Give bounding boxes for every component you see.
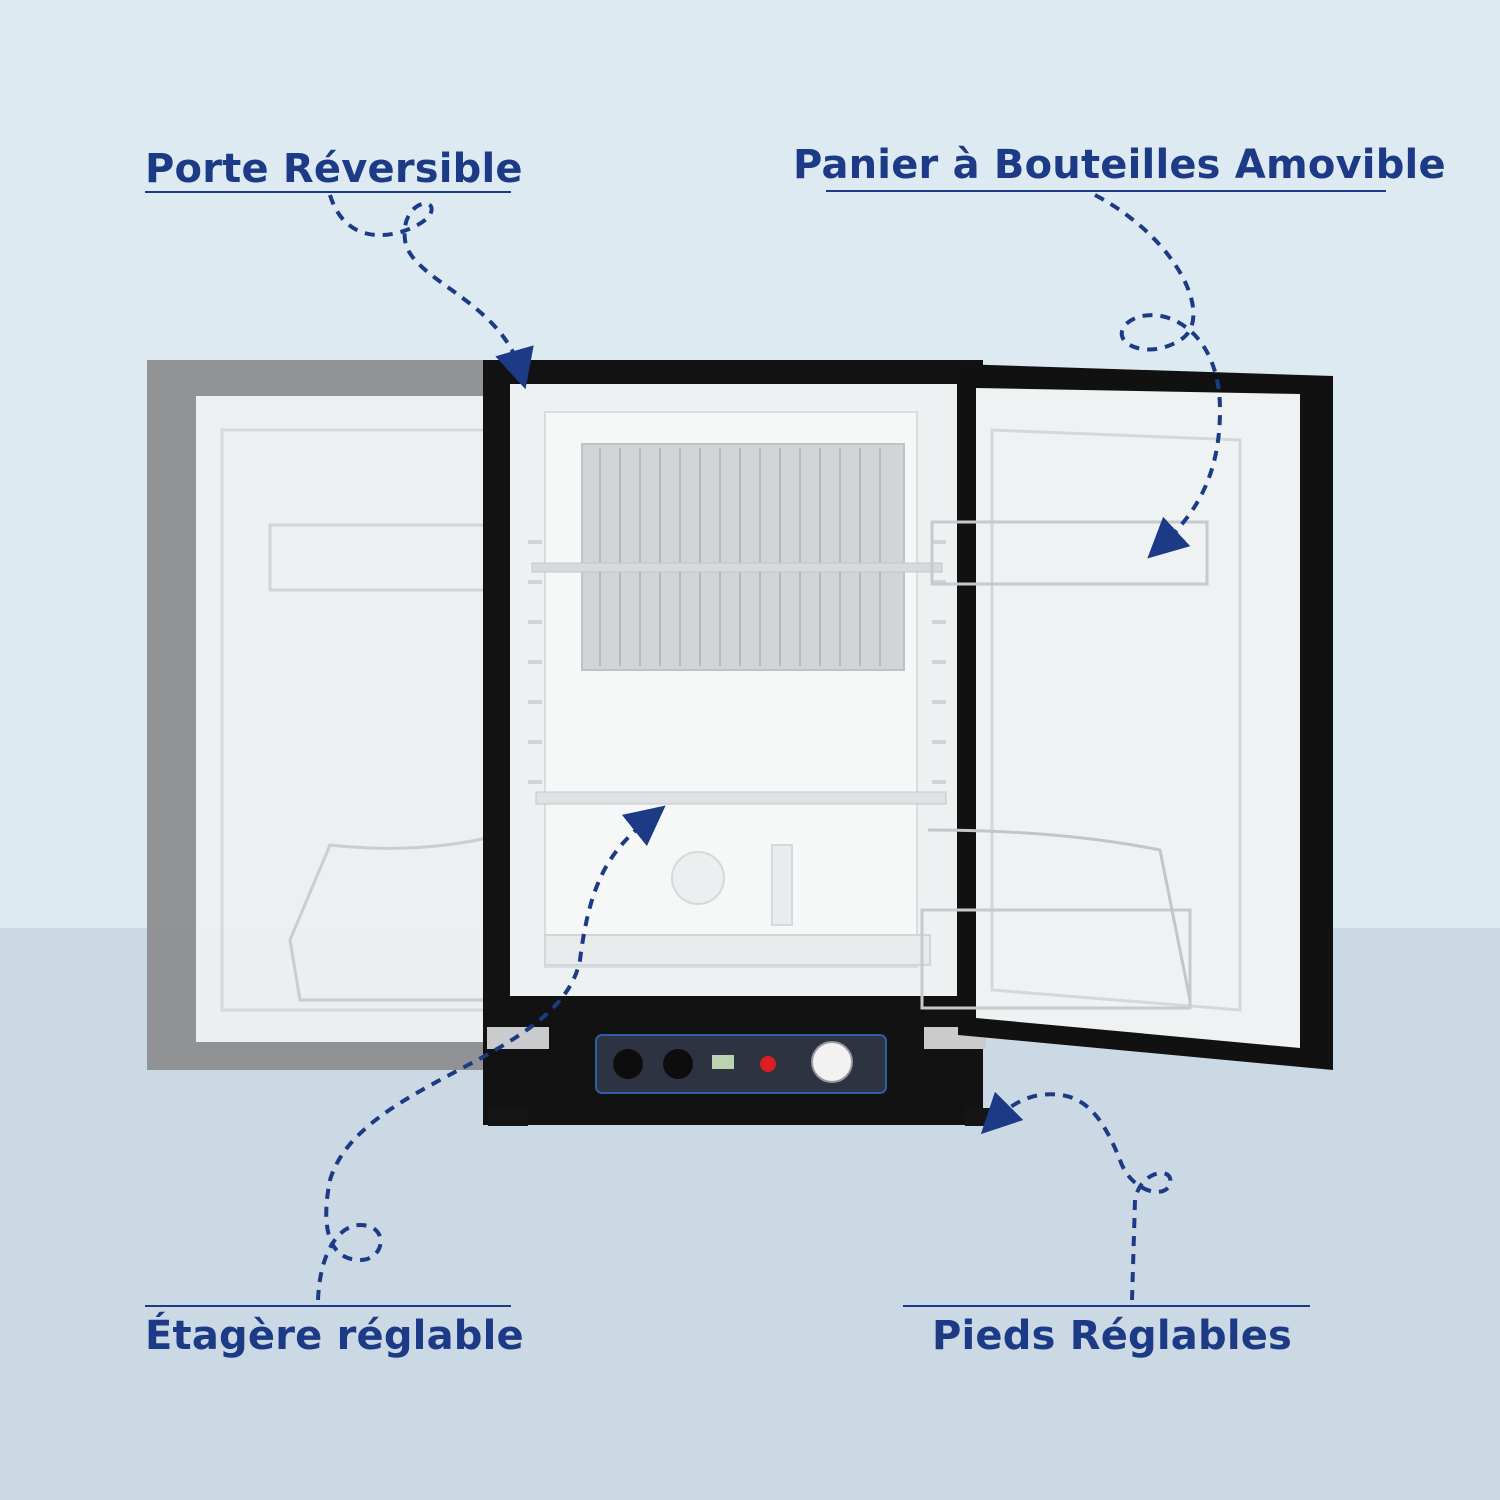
callout-label-reversible-door: Porte Réversible (145, 146, 523, 192)
dashed-arrow-icon (328, 194, 534, 390)
underline (145, 191, 511, 193)
fridge-body (483, 360, 995, 1126)
indicator-light (712, 1055, 734, 1069)
foot-right (965, 1108, 995, 1126)
right-door (920, 364, 1333, 1070)
bottle-rack-bottom (920, 908, 1192, 1010)
bottle-rack-top (930, 520, 1209, 586)
ignition-button (663, 1049, 693, 1079)
callout-label-adjustable-feet: Pieds Réglables (932, 1313, 1293, 1359)
evaporator-fins (599, 448, 881, 666)
shelf-rails (528, 540, 946, 784)
upper-shelf (531, 562, 943, 573)
underline (826, 190, 1386, 192)
dashed-arrow-icon (316, 805, 666, 1301)
control-panel (595, 1034, 887, 1094)
thermostat-knob (811, 1041, 853, 1083)
evaporator-plate (581, 443, 905, 671)
power-light (760, 1056, 776, 1072)
callout-label-adjustable-shelf: Étagère réglable (145, 1313, 524, 1359)
foot-left (488, 1108, 528, 1126)
dashed-arrow-icon (1094, 193, 1223, 559)
underline (145, 1305, 511, 1307)
dashed-arrow-icon (980, 1091, 1173, 1301)
adjustable-shelf (535, 791, 947, 805)
callout-label-bottle-rack: Panier à Bouteilles Amovible (793, 142, 1446, 188)
underline (903, 1305, 1310, 1307)
left-door-ghost (147, 360, 502, 1070)
control-knob (613, 1049, 643, 1079)
